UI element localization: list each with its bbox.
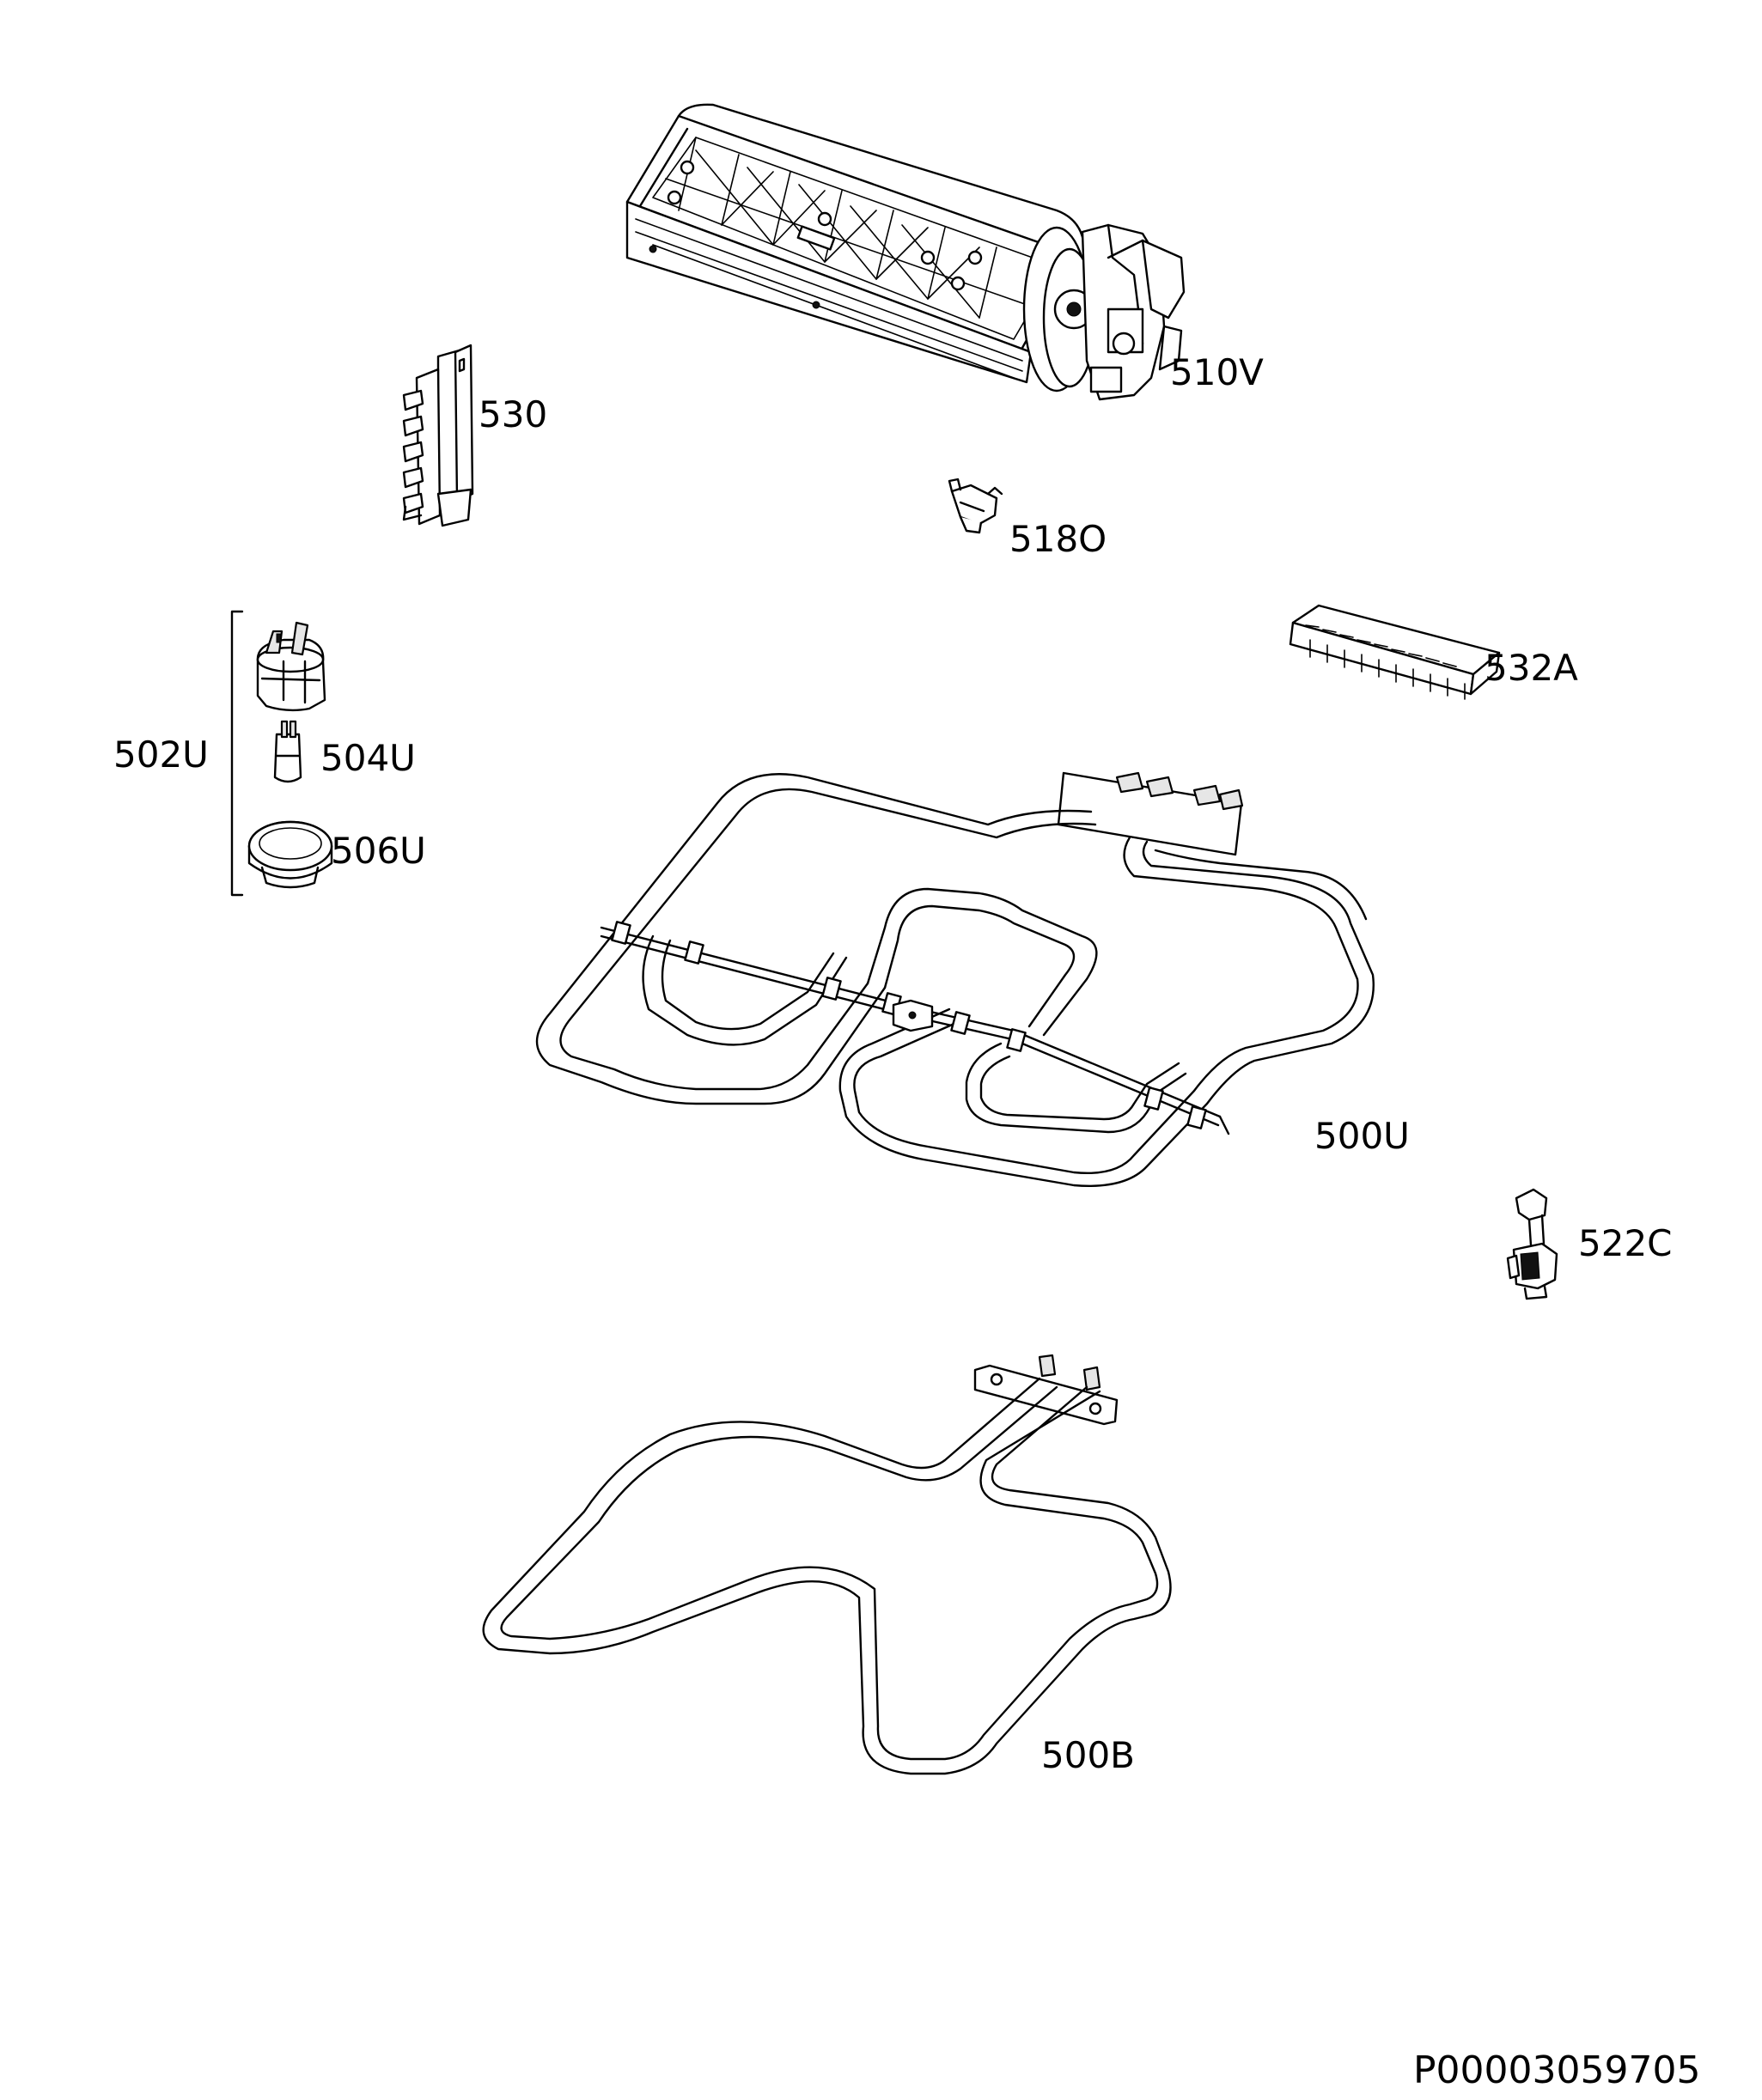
lower-heating-element-drawing[interactable]: [482, 1354, 1172, 1775]
part-label-terminal-block: 530: [479, 393, 547, 435]
lamp-bulb-drawing[interactable]: [273, 720, 302, 783]
part-label-connector-strip: 532A: [1485, 647, 1578, 689]
part-label-lamp-assembly: 502U: [113, 733, 209, 776]
part-label-lamp-cover: 506U: [331, 830, 426, 872]
part-label-lower-heating-element: 500B: [1041, 1734, 1135, 1776]
part-label-lamp-holder: 504U: [320, 737, 416, 779]
thermostat-clip-drawing[interactable]: [948, 478, 1003, 534]
terminal-block-drawing[interactable]: [402, 344, 474, 527]
part-label-safety-thermostat: 522C: [1578, 1222, 1673, 1264]
safety-thermostat-drawing[interactable]: [1506, 1188, 1558, 1300]
part-label-upper-heating-element: 500U: [1314, 1115, 1410, 1157]
connector-strip-drawing[interactable]: [1289, 604, 1501, 700]
upper-heating-element-drawing[interactable]: [535, 771, 1375, 1187]
part-label-thermostat-clip: 518O: [1009, 518, 1107, 560]
document-id: P00003059705: [1413, 2048, 1700, 2092]
part-label-fan: 510V: [1170, 351, 1264, 393]
lamp-assembly-bracket: [230, 610, 244, 897]
fan-motor-drawing[interactable]: [625, 103, 1186, 401]
lamp-socket-drawing[interactable]: [256, 621, 326, 712]
lamp-cover-drawing[interactable]: [247, 820, 333, 889]
